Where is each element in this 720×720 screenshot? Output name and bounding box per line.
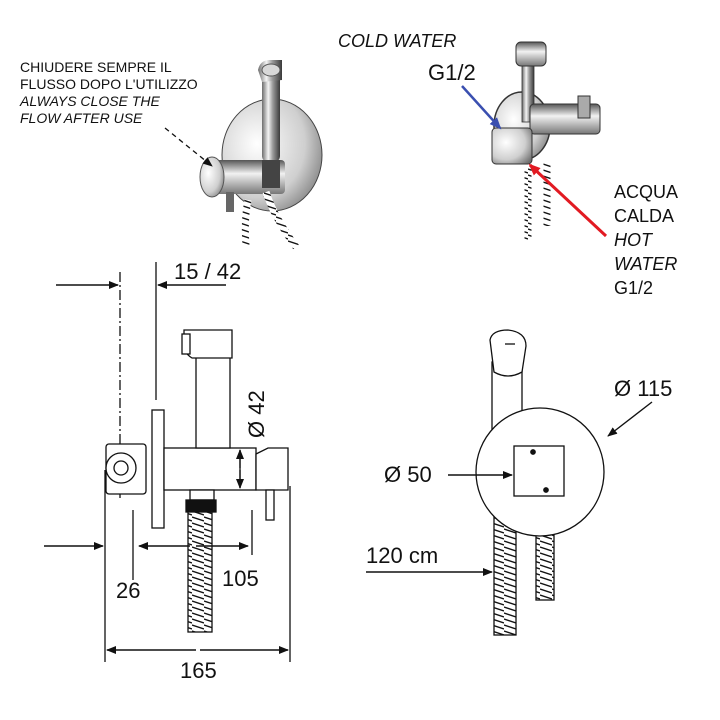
dim-depth-26: 26 (116, 578, 140, 603)
note-close-it-2: FLUSSO DOPO L'UTILIZZO (20, 76, 198, 92)
hot-water-en-1: HOT (614, 230, 654, 250)
cold-water-arrow (461, 85, 502, 130)
dim-valve-50: Ø 50 (384, 462, 432, 487)
dim-depth-105: 105 (222, 566, 259, 591)
dim-total-165: 165 (180, 658, 217, 683)
cold-water-label: COLD WATER (338, 31, 456, 51)
product-render-left (199, 60, 323, 250)
front-view-drawing (475, 329, 605, 636)
hot-water-it-1: ACQUA (614, 182, 678, 202)
note-close-it-1: CHIUDERE SEMPRE IL (20, 59, 172, 75)
hot-water-arrow (528, 163, 608, 238)
dim-hose-120: 120 cm (366, 543, 438, 568)
hot-water-thread: G1/2 (614, 278, 653, 298)
hot-water-en-2: WATER (614, 254, 677, 274)
dim-115-arrow (607, 401, 653, 437)
side-view-drawing (104, 262, 291, 662)
hot-water-it-2: CALDA (614, 206, 674, 226)
note-close-en-2: FLOW AFTER USE (20, 110, 143, 126)
dim-offset-15-42: 15 / 42 (174, 259, 241, 284)
cold-water-thread: G1/2 (428, 60, 476, 85)
close-flow-leader (164, 127, 213, 167)
product-render-right (491, 41, 601, 240)
note-close-en-1: ALWAYS CLOSE THE (19, 93, 160, 109)
dim-diameter-42: Ø 42 (244, 390, 269, 438)
dim-plate-115: Ø 115 (614, 376, 672, 401)
